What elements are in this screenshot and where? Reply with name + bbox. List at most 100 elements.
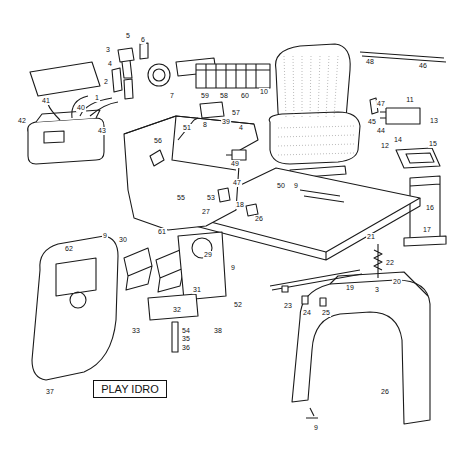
- callout-number: 29: [203, 251, 213, 259]
- callout-number: 1: [94, 94, 100, 102]
- sensor: [218, 188, 230, 202]
- left-fender-inner: [56, 258, 96, 308]
- callout-number: 38: [213, 327, 223, 335]
- callout-number: 37: [45, 388, 55, 396]
- frame-slots: [300, 190, 344, 202]
- callout-number: 16: [425, 204, 435, 212]
- callout-number: 22: [385, 259, 395, 267]
- wire: [48, 96, 118, 120]
- fuse-box: [196, 64, 270, 88]
- title-box: PLAY IDRO: [93, 380, 167, 398]
- callout-number: 9: [230, 264, 236, 272]
- callout-number: 57: [231, 109, 241, 117]
- plate: [396, 148, 440, 168]
- callout-number: 30: [118, 236, 128, 244]
- callout-number: 36: [181, 344, 191, 352]
- callout-number: 8: [202, 121, 208, 129]
- callout-number: 9: [102, 232, 108, 240]
- left-fender: [32, 236, 118, 380]
- callout-number: 40: [76, 104, 86, 112]
- callout-number: 6: [140, 36, 146, 44]
- hour-gauge: [148, 64, 170, 86]
- callout-number: 26: [380, 388, 390, 396]
- callout-number: 32: [172, 306, 182, 314]
- gear-lever: [178, 118, 198, 140]
- screw: [306, 408, 318, 418]
- callout-number: 49: [230, 160, 240, 168]
- callout-number: 7: [169, 92, 175, 100]
- callout-number: 24: [302, 309, 312, 317]
- callout-number: 4: [238, 124, 244, 132]
- control-box: [28, 118, 104, 164]
- callout-number: 60: [240, 92, 250, 100]
- callout-number: 11: [405, 96, 414, 104]
- callout-number: 31: [192, 286, 202, 294]
- callout-number: 33: [131, 327, 141, 335]
- column-base: [404, 236, 446, 246]
- callout-number: 12: [380, 142, 390, 150]
- callout-number: 59: [200, 92, 210, 100]
- callout-number: 25: [321, 309, 331, 317]
- dash-console-top: [124, 116, 254, 170]
- callout-number: 10: [259, 88, 269, 96]
- right-fender-lip: [330, 272, 428, 296]
- callout-number: 53: [206, 194, 216, 202]
- callout-number: 52: [233, 301, 243, 309]
- callout-number: 47: [232, 179, 242, 187]
- callout-number: 14: [393, 136, 403, 144]
- column: [410, 176, 440, 240]
- callout-number: 43: [97, 127, 107, 135]
- callout-number: 56: [153, 137, 163, 145]
- seat-cushion: [269, 112, 360, 164]
- pedal-bracket: [178, 232, 226, 300]
- bolt-stack: [172, 322, 178, 352]
- callout-number: 55: [176, 194, 186, 202]
- callout-number: 47: [376, 100, 386, 108]
- callout-number: 27: [201, 208, 211, 216]
- dash-console: [124, 116, 258, 230]
- callout-number: 61: [157, 228, 167, 236]
- control-box-display: [44, 131, 64, 143]
- pedal-cylinder: [124, 248, 152, 290]
- callout-number: 19: [345, 284, 355, 292]
- callout-number: 9: [313, 424, 319, 432]
- bracket: [380, 108, 420, 124]
- callout-number: 42: [17, 117, 27, 125]
- callout-number: 41: [41, 97, 51, 105]
- indicator-lamp: [140, 43, 148, 59]
- callout-number: 9: [293, 182, 299, 190]
- callout-number: 54: [181, 327, 191, 335]
- callout-number: 17: [422, 226, 432, 234]
- callout-number: 46: [418, 62, 428, 70]
- callout-number: 39: [221, 118, 231, 126]
- callout-number: 3: [374, 286, 380, 294]
- callout-number: 48: [365, 58, 375, 66]
- switch: [124, 79, 133, 99]
- lower-bracket: [148, 294, 198, 320]
- callout-number: 18: [235, 201, 245, 209]
- title-text: PLAY IDRO: [101, 383, 159, 395]
- callout-number: 58: [219, 92, 229, 100]
- callout-number: 2: [103, 78, 109, 86]
- seat-texture: [278, 56, 354, 155]
- callout-number: 35: [181, 335, 191, 343]
- callout-number: 13: [429, 117, 439, 125]
- callout-number: 20: [392, 278, 402, 286]
- spring: [374, 244, 382, 278]
- switch: [112, 68, 122, 92]
- callout-number: 26: [254, 215, 264, 223]
- harness-panel: [30, 62, 100, 96]
- callout-number: 62: [64, 245, 74, 253]
- callout-number: 4: [107, 60, 113, 68]
- callout-number: 15: [428, 140, 438, 148]
- callout-number: 51: [182, 124, 192, 132]
- callout-number: 5: [125, 32, 131, 40]
- callout-number: 45: [367, 118, 377, 126]
- callout-number: 21: [366, 233, 376, 241]
- valve: [226, 150, 246, 160]
- callout-number: 3: [105, 46, 111, 54]
- right-fender: [292, 280, 430, 424]
- relay: [200, 102, 224, 118]
- callout-number: 50: [276, 182, 286, 190]
